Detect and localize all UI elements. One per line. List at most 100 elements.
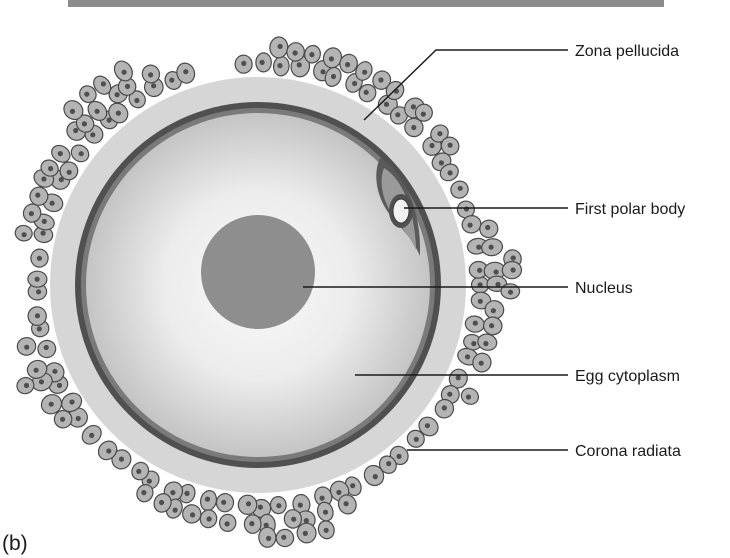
corona-cell-nucleus — [396, 454, 401, 459]
corona-cell-nucleus — [73, 128, 78, 133]
corona-cell-nucleus — [70, 109, 75, 114]
top-bar — [68, 0, 664, 7]
corona-cell-nucleus — [36, 289, 41, 294]
corona-cell-nucleus — [35, 277, 40, 282]
corona-cell-nucleus — [147, 479, 152, 484]
corona-cell-nucleus — [456, 375, 461, 380]
corona-cell-nucleus — [125, 84, 130, 89]
corona-cell-nucleus — [159, 500, 164, 505]
corona-cell-nucleus — [49, 402, 54, 407]
corona-cell-nucleus — [34, 368, 39, 373]
corona-cell-nucleus — [246, 501, 251, 506]
corona-cell-nucleus — [425, 423, 430, 428]
corona-cell-nucleus — [37, 256, 42, 261]
corona-cell-nucleus — [281, 535, 286, 540]
label-first-polar-body: First polar body — [575, 201, 685, 218]
corona-cell-nucleus — [58, 151, 63, 156]
corona-cell-nucleus — [190, 512, 195, 517]
corona-cell-nucleus — [478, 299, 483, 304]
corona-cell-nucleus — [22, 232, 27, 237]
corona-cell-nucleus — [148, 72, 153, 77]
corona-cell-nucleus — [323, 510, 328, 515]
corona-cell-nucleus — [395, 112, 400, 117]
corona-cell-nucleus — [41, 231, 46, 236]
corona-cell-nucleus — [136, 469, 141, 474]
corona-cell-nucleus — [411, 125, 416, 130]
corona-cell-nucleus — [364, 90, 369, 95]
corona-cell-nucleus — [309, 52, 314, 57]
corona-cell-nucleus — [60, 417, 65, 422]
corona-cell-nucleus — [442, 405, 447, 410]
corona-cell-nucleus — [106, 448, 111, 453]
corona-cell-nucleus — [320, 496, 325, 501]
corona-cell-nucleus — [89, 433, 94, 438]
corona-cell-nucleus — [205, 497, 210, 502]
corona-cell-nucleus — [508, 290, 513, 295]
corona-cell-nucleus — [44, 345, 49, 350]
corona-cell-nucleus — [429, 143, 434, 148]
corona-cell-nucleus — [297, 62, 302, 67]
corona-cell-nucleus — [458, 186, 463, 191]
corona-cell-nucleus — [473, 321, 478, 326]
corona-cell-nucleus — [41, 176, 46, 181]
corona-cell-nucleus — [489, 323, 494, 328]
corona-cell-nucleus — [331, 74, 336, 79]
label-nucleus: Nucleus — [575, 280, 633, 297]
corona-cell-nucleus — [465, 354, 470, 359]
corona-cell-nucleus — [479, 361, 484, 366]
corona-cell-nucleus — [24, 345, 29, 350]
corona-cell-nucleus — [119, 457, 124, 462]
corona-cell-nucleus — [225, 521, 230, 526]
corona-cell-nucleus — [277, 63, 282, 68]
corona-cell-nucleus — [495, 282, 500, 287]
corona-cell-nucleus — [90, 132, 95, 137]
corona-cell-nucleus — [134, 98, 139, 103]
corona-cell-nucleus — [414, 437, 419, 442]
corona-cell-nucleus — [50, 201, 55, 206]
corona-cell-nucleus — [24, 383, 29, 388]
corona-cell-nucleus — [320, 69, 325, 74]
corona-cell-nucleus — [291, 517, 296, 522]
corona-cell-nucleus — [510, 267, 515, 272]
corona-cell-nucleus — [48, 166, 53, 171]
corona-cell-nucleus — [324, 528, 329, 533]
corona-cell-nucleus — [362, 70, 367, 75]
corona-cell-nucleus — [293, 50, 298, 55]
corona-cell-nucleus — [42, 219, 47, 224]
corona-cell-nucleus — [266, 536, 271, 541]
corona-cell-nucleus — [79, 151, 84, 156]
corona-cell-nucleus — [116, 111, 121, 116]
corona-cell-nucleus — [151, 83, 156, 88]
corona-cell-nucleus — [35, 193, 40, 198]
corona-cell-nucleus — [258, 505, 263, 510]
corona-cell-nucleus — [386, 461, 391, 466]
panel-label: (b) — [2, 532, 28, 555]
corona-cell-nucleus — [373, 474, 378, 479]
label-zona-pellucida: Zona pellucida — [575, 43, 679, 60]
corona-cell-nucleus — [207, 516, 212, 521]
label-corona-radiata: Corona radiata — [575, 443, 681, 460]
corona-cell-nucleus — [115, 92, 120, 97]
corona-cell-nucleus — [384, 102, 389, 107]
corona-cell-nucleus — [39, 379, 44, 384]
corona-cell-nucleus — [184, 491, 189, 496]
corona-cell-nucleus — [52, 369, 57, 374]
corona-cell-nucleus — [421, 112, 426, 117]
corona-cell-nucleus — [477, 268, 482, 273]
corona-cell-nucleus — [35, 313, 40, 318]
corona-cell-nucleus — [169, 78, 174, 83]
corona-cell-nucleus — [278, 44, 283, 49]
corona-cell-nucleus — [170, 490, 175, 495]
corona-cell-nucleus — [448, 170, 453, 175]
corona-cell-nucleus — [437, 131, 442, 136]
corona-cell-nucleus — [464, 206, 469, 211]
corona-cell-nucleus — [439, 160, 444, 165]
corona-cell-nucleus — [378, 77, 383, 82]
corona-cell-nucleus — [350, 483, 355, 488]
corona-cell-nucleus — [494, 269, 499, 274]
corona-cell-nucleus — [67, 170, 72, 175]
corona-cell-nucleus — [76, 416, 81, 421]
corona-cell-nucleus — [483, 341, 488, 346]
corona-cell-nucleus — [183, 69, 188, 74]
